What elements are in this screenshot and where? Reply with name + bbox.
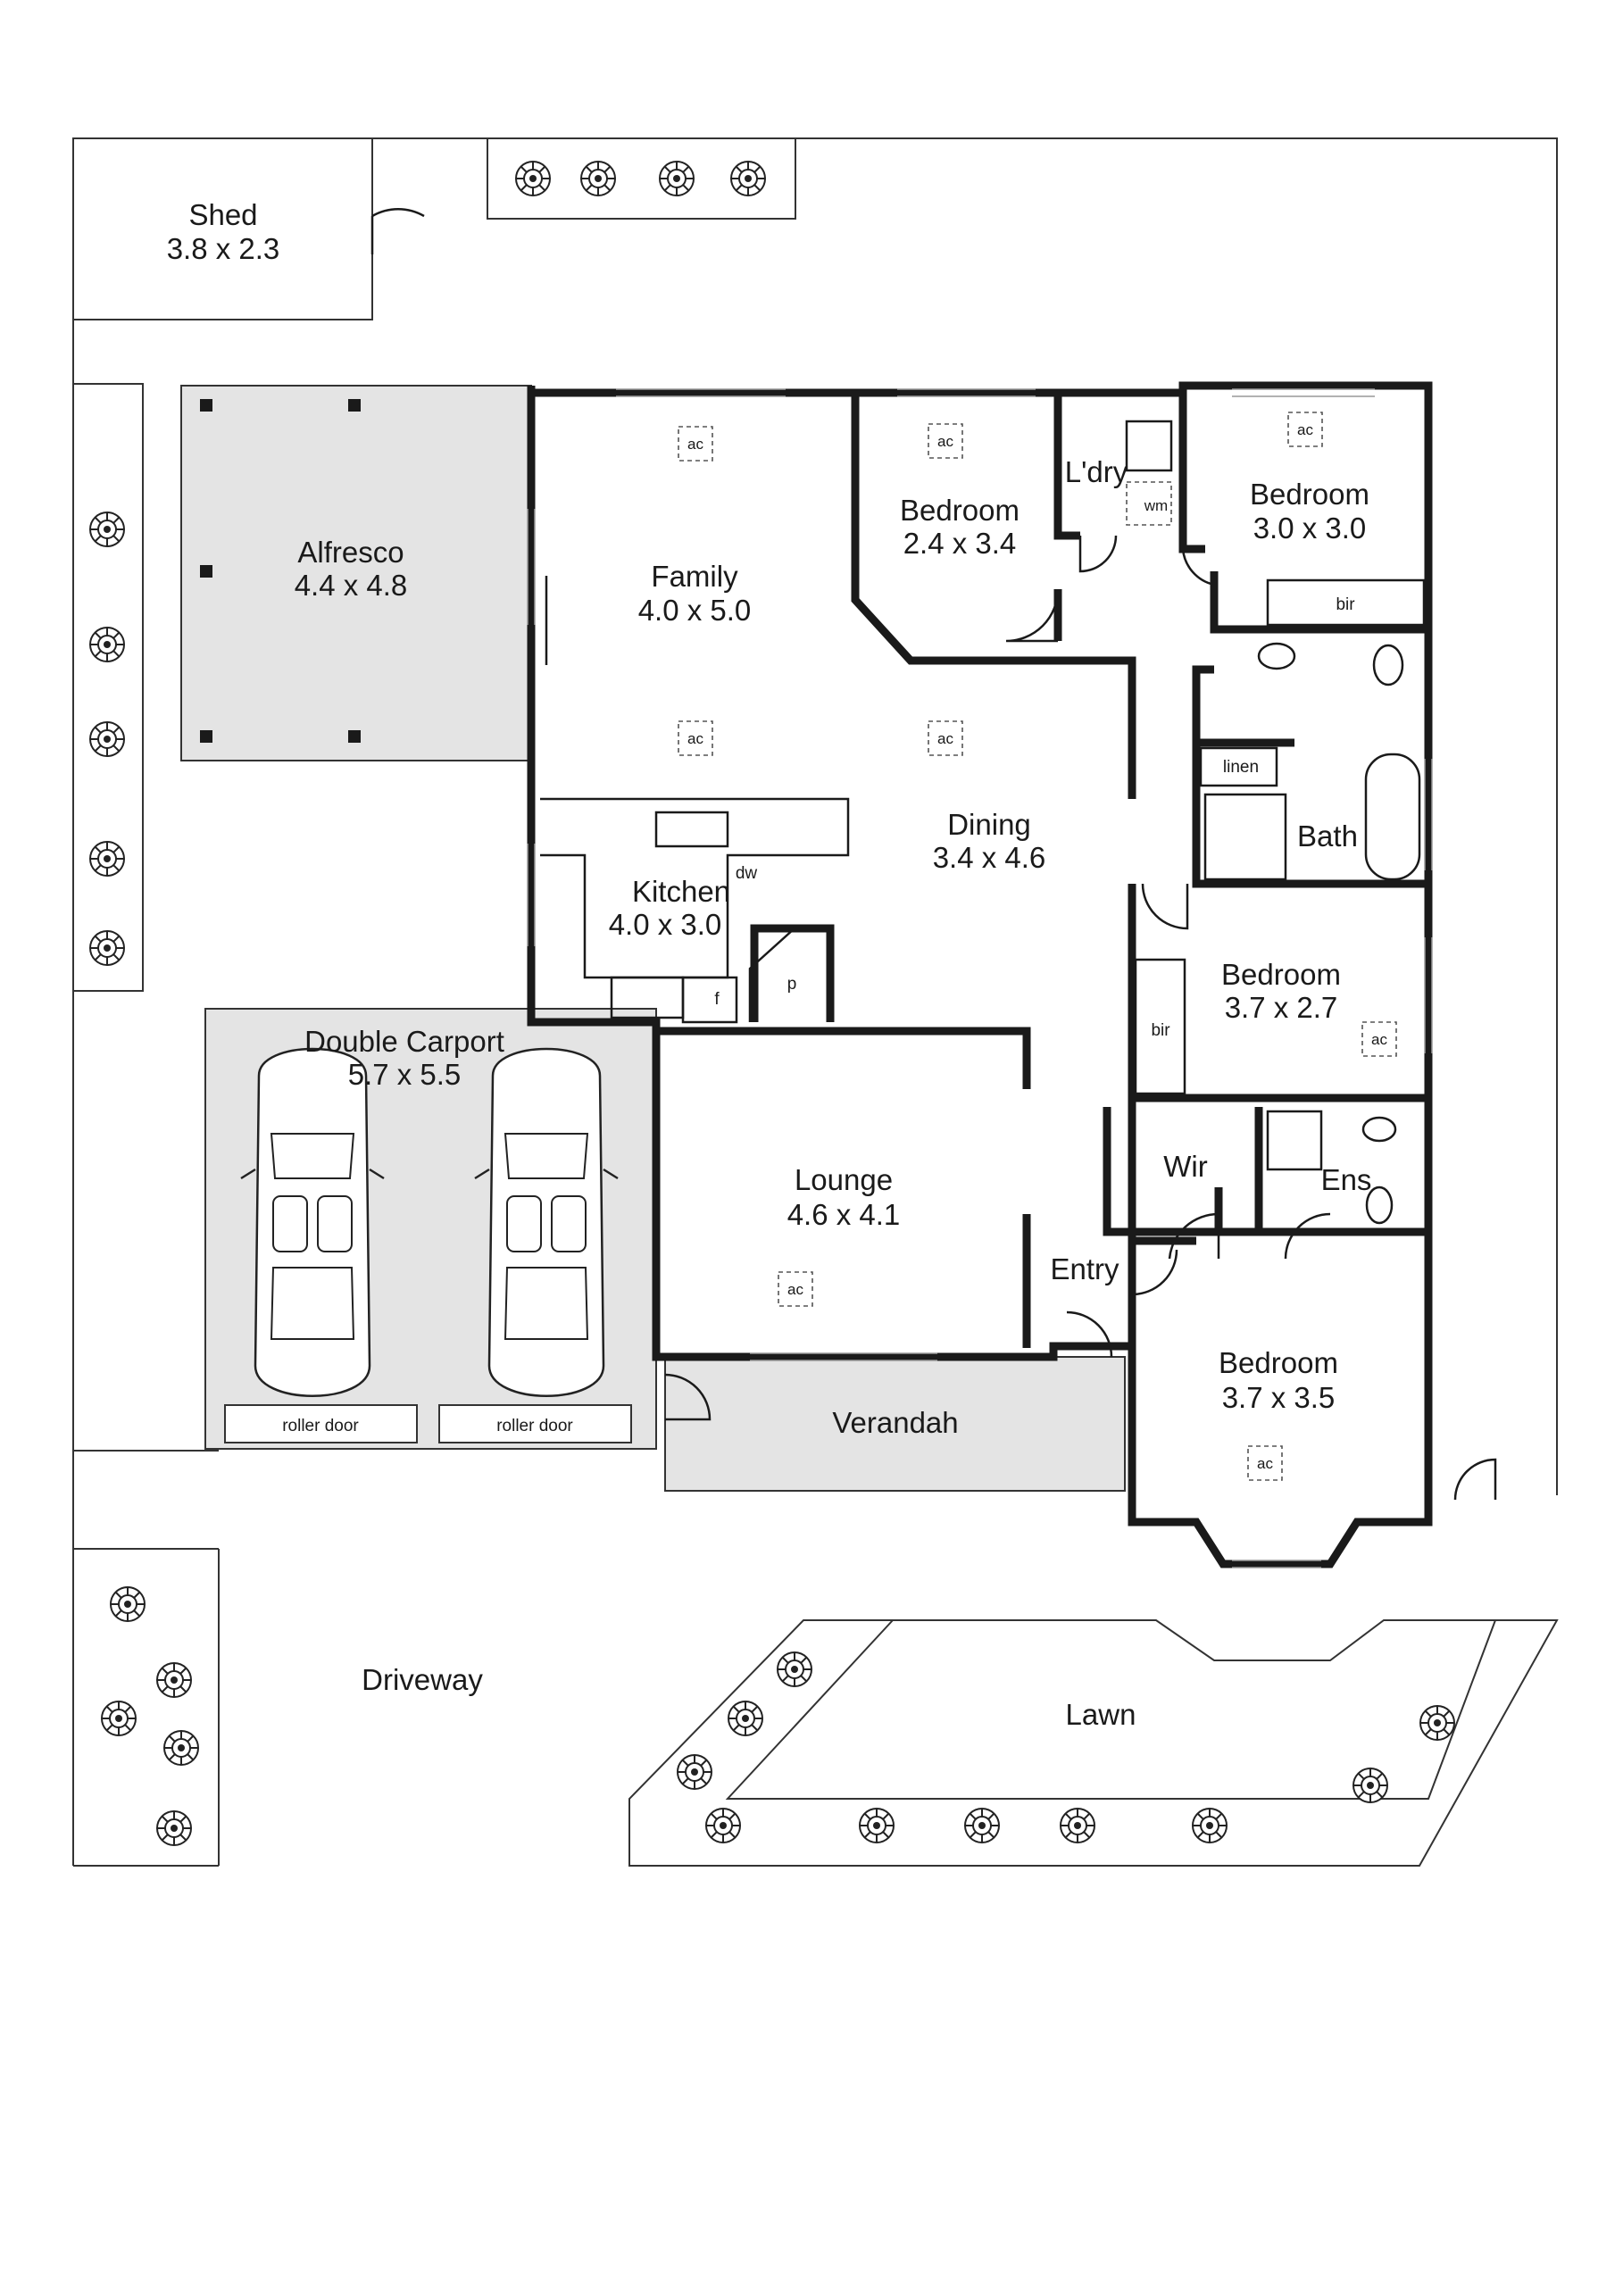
- bedroom-small-label: Bedroom: [900, 494, 1020, 527]
- svg-text:ac: ac: [1371, 1031, 1387, 1048]
- shrub-group-lawn: [677, 1651, 1455, 1843]
- lawn-outline: [628, 1619, 1559, 1867]
- linen-label: linen: [1223, 758, 1259, 777]
- lounge-label: Lounge: [795, 1163, 893, 1196]
- bedroom-ne-size: 3.0 x 3.0: [1253, 512, 1367, 545]
- roller-door-right: [438, 1404, 632, 1443]
- driveway-label: Driveway: [362, 1663, 483, 1696]
- verandah-area: [664, 1356, 1126, 1492]
- ac-labels: ac ac ac ac ac ac ac ac: [687, 421, 1387, 1472]
- car-left: [239, 1047, 386, 1397]
- car-right: [473, 1047, 620, 1397]
- svg-text:ac: ac: [787, 1281, 803, 1298]
- kitchen-label: Kitchen: [632, 875, 730, 908]
- roller-door-right-label: roller door: [496, 1417, 573, 1435]
- bedroom-small-size: 2.4 x 3.4: [903, 527, 1017, 560]
- bedroom-e-label: Bedroom: [1221, 958, 1341, 991]
- lawn-label: Lawn: [1066, 1698, 1136, 1731]
- dw-label: dw: [736, 864, 758, 883]
- linen-cupboard: [1199, 746, 1278, 787]
- alfresco-label: Alfresco: [297, 536, 404, 569]
- family-size: 4.0 x 5.0: [638, 594, 752, 627]
- kitchen-size: 4.0 x 3.0: [609, 908, 722, 941]
- ens-basin: [1361, 1116, 1397, 1143]
- kitchen-benches: [540, 797, 850, 1024]
- pantry-label: p: [787, 975, 797, 994]
- alfresco-size: 4.4 x 4.8: [295, 569, 408, 602]
- fridge-space: [681, 976, 738, 1024]
- bedroom-ne-label: Bedroom: [1250, 478, 1369, 511]
- bedroom-main-label: Bedroom: [1219, 1346, 1338, 1379]
- alfresco-area: [180, 385, 532, 761]
- shower: [1203, 793, 1287, 881]
- shrub-group-driveway: [101, 1586, 199, 1846]
- bir-e: [1134, 958, 1186, 1095]
- dining-size: 3.4 x 4.6: [933, 841, 1046, 874]
- svg-text:ac: ac: [1257, 1455, 1273, 1472]
- garden-bed-left: [72, 383, 144, 992]
- roller-door-left-label: roller door: [282, 1417, 359, 1435]
- verandah-label: Verandah: [832, 1406, 958, 1439]
- basin: [1257, 642, 1296, 670]
- carport-label: Double Carport: [304, 1025, 504, 1058]
- carport-size: 5.7 x 5.5: [348, 1058, 462, 1091]
- alfresco-posts: [200, 399, 361, 743]
- washing-machine: [1126, 481, 1172, 526]
- svg-text:ac: ac: [1297, 421, 1313, 438]
- bir-e-label: bir: [1151, 1021, 1170, 1040]
- bedroom-main-size: 3.7 x 3.5: [1222, 1381, 1336, 1414]
- wir-label: Wir: [1163, 1150, 1207, 1183]
- ac-markers: [678, 412, 1397, 1481]
- bir-ne-label: bir: [1336, 595, 1355, 614]
- shrub-group-left: [89, 512, 125, 966]
- shed-label: Shed: [188, 198, 257, 231]
- svg-text:ac: ac: [937, 433, 953, 450]
- entry-label: Entry: [1050, 1252, 1119, 1285]
- toilet: [1372, 644, 1404, 686]
- wm-label: wm: [1144, 497, 1168, 514]
- svg-text:ac: ac: [687, 730, 703, 747]
- fridge-label: f: [714, 990, 720, 1009]
- garden-bed-top: [487, 137, 796, 220]
- house-exterior-wall: [527, 381, 1433, 1568]
- ens-shower: [1266, 1110, 1323, 1171]
- shrub-group-top: [515, 161, 766, 196]
- roller-door-left: [224, 1404, 418, 1443]
- shed-door: [370, 207, 425, 254]
- windows: [527, 388, 1433, 1568]
- ens-toilet: [1365, 1185, 1394, 1225]
- svg-text:ac: ac: [937, 730, 953, 747]
- bath-label: Bath: [1297, 819, 1358, 853]
- ens-label: Ens: [1321, 1163, 1372, 1196]
- svg-text:ac: ac: [687, 436, 703, 453]
- doors: [664, 535, 1497, 1501]
- bathtub: [1364, 753, 1421, 881]
- fixture-labels: wm bir linen bir dw f p roller door roll…: [282, 497, 1355, 1435]
- bedroom-e-size: 3.7 x 2.7: [1225, 991, 1338, 1024]
- room-labels: Shed 3.8 x 2.3 Alfresco 4.4 x 4.8 Family…: [167, 198, 1372, 1731]
- dining-label: Dining: [947, 808, 1031, 841]
- family-label: Family: [651, 560, 738, 593]
- bir-ne: [1266, 578, 1426, 627]
- laundry-label: L'dry: [1065, 455, 1128, 488]
- lounge-size: 4.6 x 4.1: [787, 1198, 901, 1231]
- shed-size: 3.8 x 2.3: [167, 232, 280, 265]
- laundry-trough: [1125, 420, 1173, 472]
- kitchen-sink: [654, 811, 729, 848]
